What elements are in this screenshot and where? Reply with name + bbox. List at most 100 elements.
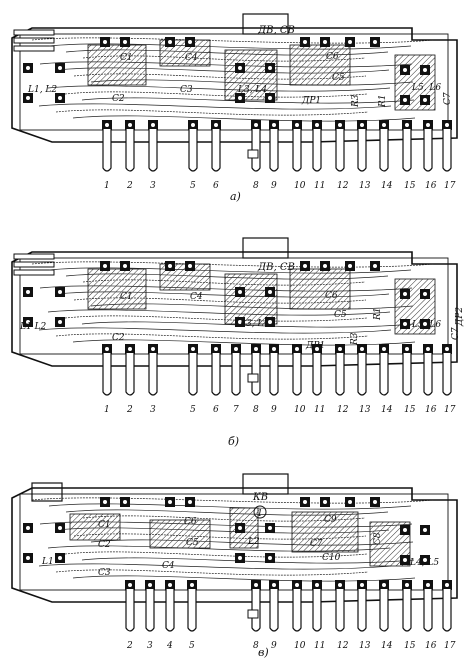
pad-hole bbox=[58, 66, 62, 70]
component-body bbox=[289, 44, 351, 86]
pin-number: 9 bbox=[271, 641, 277, 651]
pad-hole bbox=[403, 322, 407, 326]
board-inner-outline bbox=[19, 33, 449, 131]
pin-number: 16 bbox=[425, 641, 437, 651]
pad-hole bbox=[303, 264, 307, 268]
component-label: R1 bbox=[373, 307, 383, 321]
pin-lead bbox=[102, 129, 112, 172]
component-body bbox=[87, 44, 147, 86]
pad-hole bbox=[238, 96, 242, 100]
pad-hole bbox=[268, 526, 272, 530]
component-label: C7 bbox=[451, 327, 461, 340]
pin-lead bbox=[102, 353, 112, 396]
pin-number: 2 bbox=[126, 405, 133, 415]
marker-square bbox=[247, 373, 259, 383]
pin-number: 17 bbox=[444, 405, 456, 415]
pad-hole bbox=[188, 264, 192, 268]
pad-hole bbox=[58, 96, 62, 100]
pad-hole bbox=[323, 500, 327, 504]
component-label: C10 bbox=[322, 553, 341, 563]
component-label: C2 bbox=[98, 540, 111, 550]
pin-number: 8 bbox=[253, 405, 259, 415]
pad-hole bbox=[303, 500, 307, 504]
panel-caption: а) bbox=[230, 190, 241, 203]
component-label: C5 bbox=[332, 73, 345, 83]
pad-hole bbox=[58, 290, 62, 294]
component-label: C5 bbox=[186, 538, 199, 548]
component-label: C1 bbox=[98, 520, 111, 530]
pad-hole bbox=[188, 500, 192, 504]
module-sub-label: 1 bbox=[257, 509, 263, 519]
pin-lead bbox=[402, 353, 412, 396]
pad-hole bbox=[338, 347, 342, 351]
pin-number: 13 bbox=[359, 641, 371, 651]
pin-number: 12 bbox=[337, 405, 349, 415]
pin-number: 3 bbox=[147, 641, 153, 651]
pin-number: 15 bbox=[404, 181, 416, 191]
pin-lead bbox=[312, 129, 322, 172]
component-label: C9 bbox=[324, 515, 337, 525]
component-label: C3 bbox=[180, 85, 193, 95]
pin-lead bbox=[292, 129, 302, 172]
pad-hole bbox=[373, 264, 377, 268]
pad-hole bbox=[191, 347, 195, 351]
pad-hole bbox=[254, 583, 258, 587]
trace bbox=[38, 563, 392, 570]
pad-hole bbox=[103, 264, 107, 268]
pad-hole bbox=[105, 347, 109, 351]
pin-lead bbox=[148, 353, 158, 396]
trace bbox=[64, 91, 368, 98]
module-label: ДВ, СВ bbox=[257, 25, 295, 36]
pin-lead bbox=[211, 353, 221, 396]
pin-lead bbox=[335, 129, 345, 172]
pin-number: 5 bbox=[189, 641, 195, 651]
trace bbox=[39, 61, 413, 68]
connector-tab bbox=[13, 29, 55, 36]
component-label: C7 bbox=[310, 539, 323, 549]
pad-hole bbox=[191, 123, 195, 127]
pad-hole bbox=[238, 320, 242, 324]
component-label: L4, L5 bbox=[409, 558, 439, 568]
pin-lead bbox=[442, 129, 452, 172]
pad-hole bbox=[403, 98, 407, 102]
pad-hole bbox=[423, 68, 427, 72]
pin-number: 10 bbox=[294, 405, 306, 415]
trace bbox=[81, 321, 415, 328]
trace bbox=[55, 569, 369, 576]
pad-hole bbox=[128, 347, 132, 351]
trace bbox=[31, 497, 435, 504]
component-body bbox=[149, 519, 211, 549]
pin-number: 6 bbox=[213, 405, 219, 415]
component-label: C4 bbox=[162, 561, 175, 571]
component-label: C2 bbox=[112, 333, 125, 343]
pad-hole bbox=[382, 123, 386, 127]
pad-hole bbox=[405, 583, 409, 587]
pad-hole bbox=[128, 123, 132, 127]
component-label: R3 bbox=[350, 332, 360, 346]
pad-hole bbox=[382, 583, 386, 587]
pin-number: 2 bbox=[126, 181, 133, 191]
pin-lead bbox=[211, 129, 221, 172]
pin-number: 14 bbox=[381, 181, 393, 191]
pad-hole bbox=[295, 347, 299, 351]
pin-lead bbox=[125, 353, 135, 396]
pin-lead bbox=[165, 589, 175, 632]
component-label: L5, L6 bbox=[411, 320, 441, 330]
marker-square bbox=[247, 609, 259, 619]
trace bbox=[47, 85, 391, 92]
component-label: ДР1 bbox=[301, 96, 321, 106]
component-label: L5, L6 bbox=[411, 83, 441, 93]
pad-hole bbox=[295, 583, 299, 587]
pin-lead bbox=[357, 353, 367, 396]
module-label: КВ bbox=[252, 492, 268, 503]
pad-hole bbox=[151, 347, 155, 351]
pin-lead bbox=[423, 589, 433, 632]
pad-hole bbox=[148, 583, 152, 587]
pad-hole bbox=[214, 347, 218, 351]
pin-lead bbox=[269, 589, 279, 632]
pin-number: 5 bbox=[190, 181, 196, 191]
trace bbox=[39, 285, 413, 292]
board-inner-outline bbox=[19, 493, 449, 591]
